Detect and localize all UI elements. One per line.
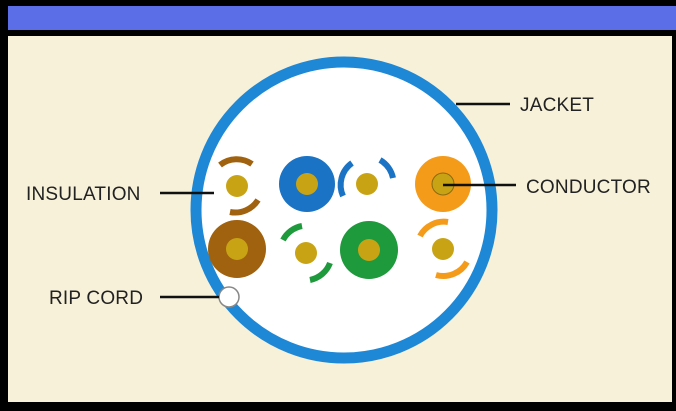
cable-jacket xyxy=(190,56,498,364)
wire-white-green-stripe xyxy=(279,223,333,283)
wire-green xyxy=(340,221,398,279)
wire-white-orange-stripe xyxy=(416,218,470,280)
title-bar xyxy=(8,6,676,30)
wire-brown xyxy=(208,220,266,278)
wire-white-brown-stripe xyxy=(210,156,264,216)
jacket-label: JACKET xyxy=(520,95,594,116)
wire-white-blue-stripe xyxy=(337,157,396,211)
wire-blue xyxy=(279,156,335,212)
rip-cord-label: RIP CORD xyxy=(49,288,143,309)
rip-cord xyxy=(218,286,240,308)
insulation-label: INSULATION xyxy=(26,184,141,205)
conductor-label: CONDUCTOR xyxy=(526,177,651,198)
